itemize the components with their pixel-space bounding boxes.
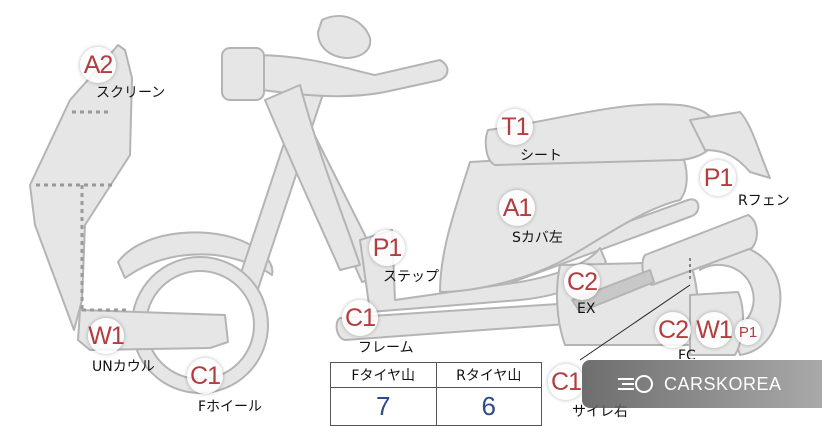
part-label-f-wheel: Fホイール [198,399,263,415]
tire-tread-table: Fタイヤ山 7 Rタイヤ山 6 [330,362,542,426]
part-label-fc: FC [678,348,696,359]
mirror-shape [317,15,372,59]
frame-upper-shape [264,84,361,271]
part-label-seat: シート [520,148,562,164]
part-code-fc: C2 [655,312,691,348]
headlight-shape [254,54,449,98]
part-label-step: ステップ [383,269,439,285]
part-code-screen: A2 [80,47,116,83]
part-code-f-wheel: C1 [187,358,223,394]
rear-fender-shape [689,111,771,179]
part-label-frame: フレーム [358,340,414,356]
carskorea-watermark: CARSKOREA [582,360,822,408]
front-tire-column: Fタイヤ山 7 [331,363,436,425]
front-tire-header: Fタイヤ山 [331,363,436,388]
side-cover-shape [439,149,688,293]
carskorea-logo-icon [618,375,653,393]
step-shape [359,229,607,313]
part-label-un-cowl: UNカウル [92,359,155,375]
rear-tire-header: Rタイヤ山 [436,363,541,388]
part-code-ex: C2 [564,264,600,300]
part-code-fc-p: P1 [735,319,761,345]
part-label-s-cover-left: Sカバ左 [512,230,563,246]
part-label-r-fender: Rフェン [738,193,790,209]
part-code-frame: C1 [342,300,378,336]
front-tire-value: 7 [376,391,391,421]
part-label-screen: スクリーン [96,85,166,101]
rear-tire-value: 6 [481,391,496,421]
part-code-r-fender: P1 [700,160,736,196]
exhaust-pipe-shape [571,269,655,313]
part-code-seat: T1 [497,109,533,145]
part-code-un-cowl: W1 [88,318,125,354]
front-fender-shape [117,231,274,279]
muffler-shape [641,214,758,286]
watermark-text: CARSKOREA [664,373,782,394]
part-code-step: P1 [369,230,405,266]
part-label-silencer-right: サイレ右 [572,404,628,420]
part-code-silencer-right: C1 [548,364,584,400]
rear-tire-column: Rタイヤ山 6 [435,363,541,425]
part-code-fc-w: W1 [696,312,733,348]
part-code-s-cover-left: A1 [499,190,535,226]
part-label-ex: EX [577,301,596,317]
